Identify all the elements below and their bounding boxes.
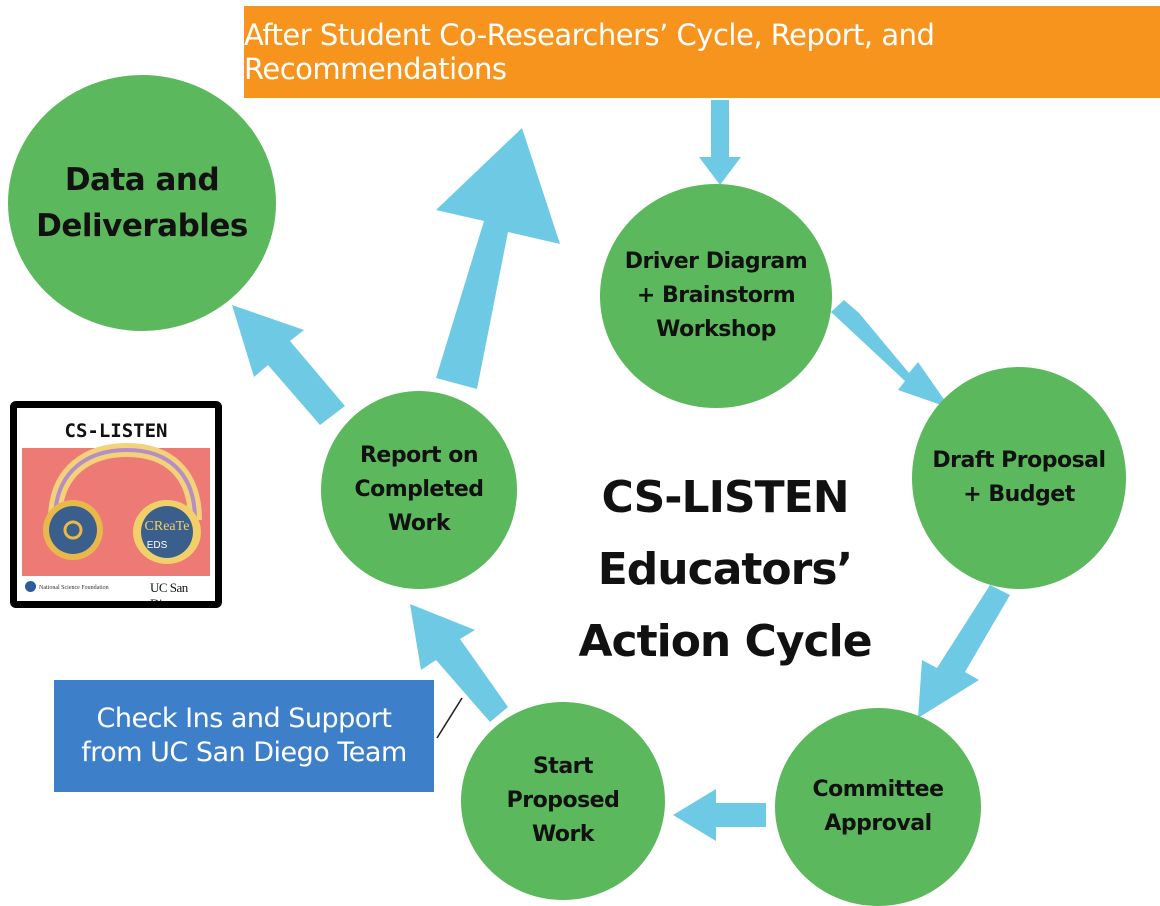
- note-line-1: Check Ins and Support: [96, 703, 392, 734]
- node-label: Workshop: [656, 317, 776, 342]
- node-label: Committee: [812, 777, 944, 802]
- arrow-committee-to-start: [673, 789, 766, 841]
- node-label: + Budget: [963, 482, 1075, 507]
- arrow-start-to-report: [410, 604, 508, 722]
- logo-footer-left: National Science Foundation: [39, 585, 109, 591]
- arrow-report-to-data: [232, 305, 345, 425]
- node-label: Start: [532, 754, 594, 779]
- arrow-banner-to-driver: [699, 100, 741, 185]
- node-label: Approval: [824, 811, 932, 836]
- node-committee-approval: Committee Approval: [775, 708, 981, 906]
- logo-title: CS-LISTEN: [64, 420, 168, 442]
- node-label: Work: [387, 511, 451, 536]
- node-driver-diagram: Driver Diagram + Brainstorm Workshop: [600, 184, 832, 408]
- node-data-deliverables: Data and Deliverables: [8, 75, 276, 331]
- logo-footer-right: UC San Diego: [150, 580, 188, 601]
- node-label: Report on: [359, 443, 479, 468]
- node-label: Completed: [354, 477, 484, 502]
- support-note: Check Ins and Support from UC San Diego …: [54, 680, 434, 792]
- cycle-title: CS-LISTEN Educators’ Action Cycle: [560, 462, 890, 678]
- node-label: Draft Proposal: [932, 448, 1106, 473]
- node-report-work: Report on Completed Work: [321, 391, 517, 589]
- arrow-driver-to-draft: [831, 300, 950, 408]
- node-label: Proposed: [506, 788, 620, 813]
- cs-listen-logo: CS-LISTEN CReaTe EDS National Science Fo…: [10, 401, 222, 608]
- after-cycle-banner: After Student Co-Researchers’ Cycle, Rep…: [244, 6, 1160, 98]
- note-line-2: from UC San Diego Team: [81, 737, 407, 768]
- title-line-1: CS-LISTEN: [601, 472, 849, 523]
- logo-badge-sub: EDS: [147, 540, 168, 551]
- node-label: Deliverables: [36, 208, 248, 244]
- node-label: Driver Diagram: [624, 249, 808, 274]
- arrow-draft-to-committee: [918, 585, 1010, 718]
- node-label: Data and: [64, 162, 220, 198]
- logo-inner: CS-LISTEN CReaTe EDS National Science Fo…: [17, 408, 215, 601]
- note-pointer-line: [436, 697, 463, 739]
- title-line-3: Action Cycle: [578, 616, 872, 667]
- gear-icon: [63, 520, 83, 540]
- node-label: + Brainstorm: [636, 283, 796, 308]
- node-label: Work: [531, 822, 595, 847]
- banner-text: After Student Co-Researchers’ Cycle, Rep…: [244, 18, 935, 86]
- arrow-report-to-banner: [436, 128, 560, 389]
- node-start-work: Start Proposed Work: [461, 702, 665, 900]
- nsf-seal-icon: [25, 581, 36, 592]
- logo-badge-text: CReaTe: [145, 519, 190, 534]
- headphones-icon: CReaTe EDS: [43, 442, 202, 564]
- node-draft-proposal: Draft Proposal + Budget: [912, 367, 1126, 589]
- title-line-2: Educators’: [597, 544, 854, 595]
